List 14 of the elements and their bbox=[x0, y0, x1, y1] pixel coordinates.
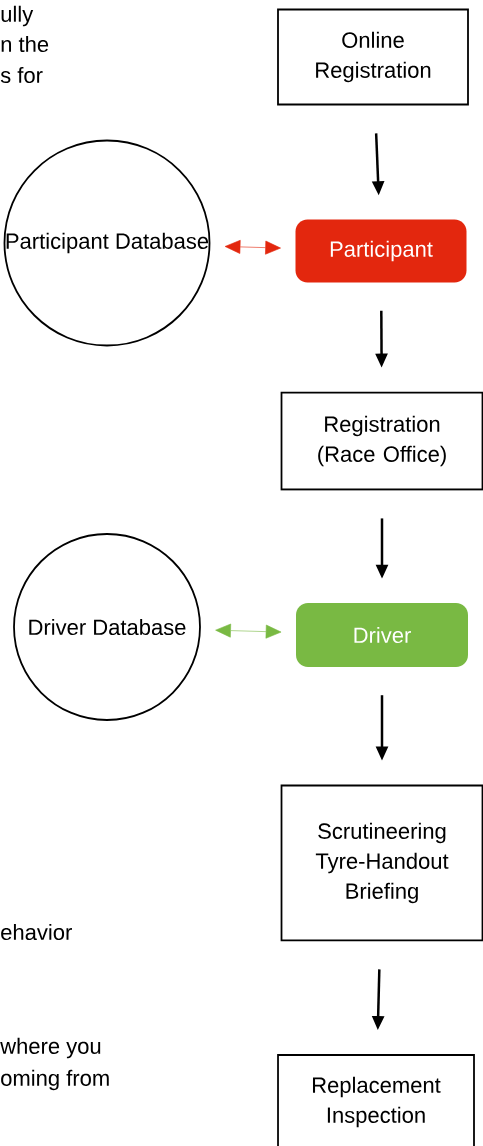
process-box: Driver bbox=[296, 603, 468, 667]
process-box: Participant bbox=[295, 219, 467, 283]
arrow bbox=[215, 623, 282, 639]
process-box: Replacement Inspection bbox=[277, 1054, 475, 1146]
text-fragment: ully bbox=[1, 5, 34, 27]
text-fragment: s for bbox=[0, 66, 43, 84]
process-box: Registration (Race Office) bbox=[280, 391, 483, 491]
process-box: Scrutineering Tyre-Handout Briefing bbox=[280, 784, 483, 942]
text-fragment: oming from bbox=[1, 1069, 109, 1091]
text-fragment: where you bbox=[0, 1037, 101, 1059]
process-box: Online Registration bbox=[277, 8, 469, 106]
text-fragment: n the bbox=[1, 35, 49, 53]
text-fragment: ehavior bbox=[1, 923, 72, 941]
arrow bbox=[224, 240, 281, 255]
